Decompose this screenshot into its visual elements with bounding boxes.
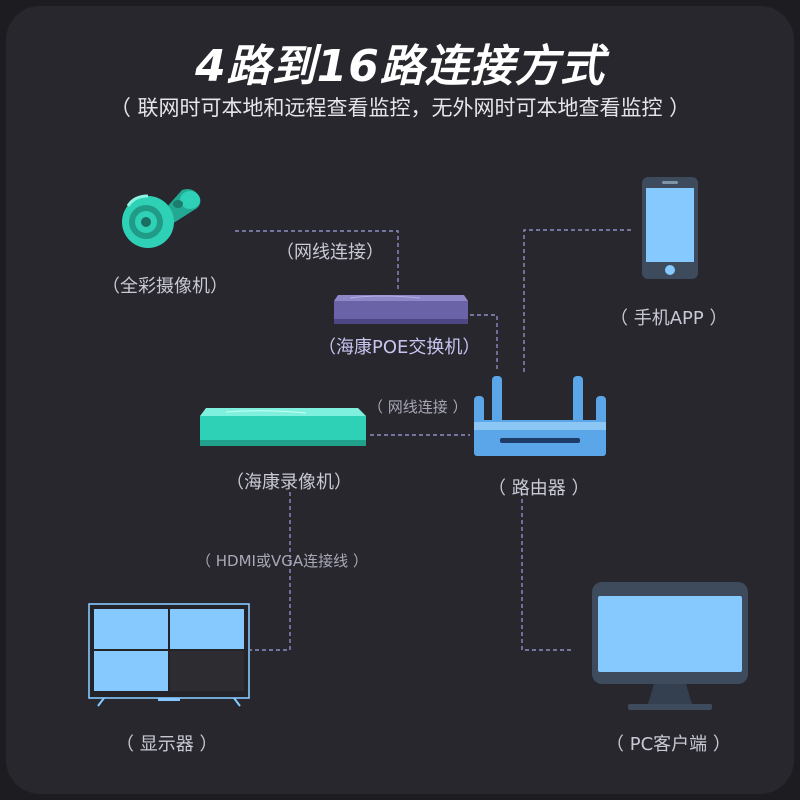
router-icon — [474, 376, 606, 456]
nvr-label: （海康录像机） — [226, 472, 352, 493]
nvr-icon — [200, 408, 366, 446]
router-label: （ 路由器 ） — [488, 478, 590, 499]
link-switch-router — [470, 314, 498, 372]
camera-icon — [122, 189, 201, 248]
link-camera-switch — [235, 230, 399, 292]
monitor-icon — [88, 603, 250, 707]
poe-switch-icon — [334, 295, 468, 324]
display-label: （ 显示器 ） — [116, 734, 218, 755]
poe-switch-label: （海康POE交换机） — [318, 337, 481, 358]
nvr-link-label: （ 网线连接 ） — [368, 398, 468, 416]
page-subtitle: （ 联网时可本地和远程查看监控，无外网时可本地查看监控 ） — [109, 96, 691, 120]
pc-icon — [592, 582, 748, 710]
page-title: 4路到16路连接方式 — [195, 41, 605, 92]
pc-label: （ PC客户端 ） — [606, 734, 731, 755]
link-router-phone — [523, 229, 634, 372]
camera-label: （全彩摄像机） — [102, 276, 228, 297]
display-link-label: （ HDMI或VGA连接线 ） — [196, 552, 368, 570]
link-nvr-display — [250, 492, 291, 651]
link-router-pc — [521, 492, 572, 651]
phone-label: （ 手机APP ） — [610, 308, 728, 329]
phone-icon — [642, 177, 698, 279]
camera-link-label: （网线连接） — [276, 242, 384, 263]
